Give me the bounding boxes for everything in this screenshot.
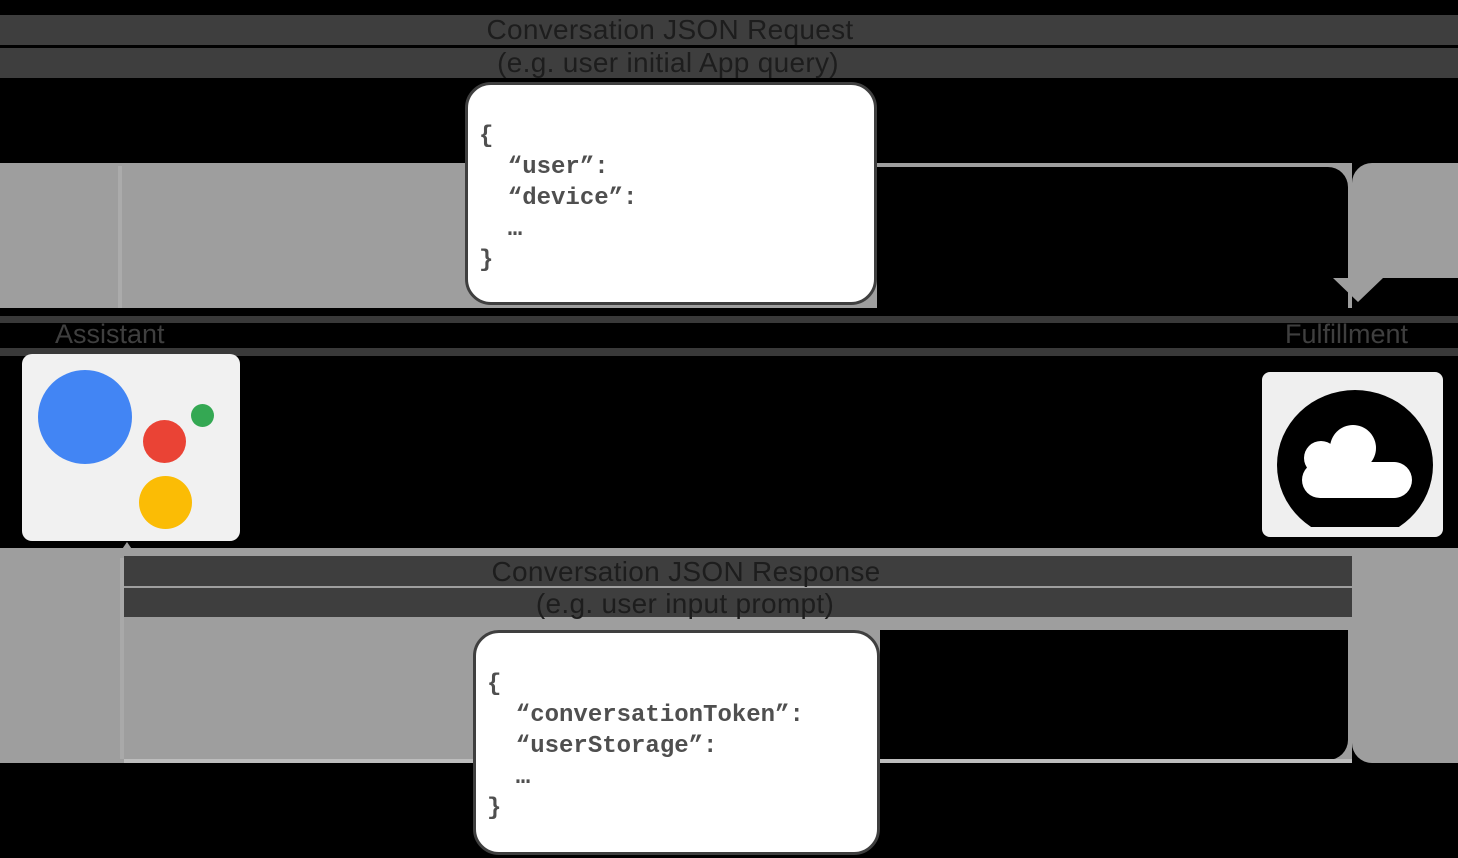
- response-payload-json: { “conversationToken”: “userStorage”: … …: [487, 671, 804, 822]
- request-arrow-cutout: [877, 167, 1348, 308]
- assistant-yellow-circle: [139, 476, 192, 529]
- request-payload-callout: { “user”: “device”: … }: [465, 82, 877, 305]
- fulfillment-label: Fulfillment: [1285, 319, 1409, 349]
- label-band-bottom-rule: [0, 348, 1458, 356]
- response-title-bar: [124, 556, 1352, 586]
- request-arrowhead-icon: [1333, 278, 1383, 302]
- response-title: Conversation JSON Response: [491, 556, 881, 587]
- response-subtitle-bar: [124, 588, 1352, 617]
- cloud-icon-small-bump: [1304, 441, 1338, 475]
- request-arrow-shaft: [118, 166, 122, 308]
- request-payload-json: { “user”: “device”: … }: [479, 123, 638, 274]
- assistant-node: [22, 354, 240, 541]
- request-subtitle: (e.g. user initial App query): [497, 47, 839, 78]
- response-payload-callout: { “conversationToken”: “userStorage”: … …: [473, 630, 880, 855]
- fulfillment-node: [1262, 372, 1443, 537]
- request-arrow-turn: [1352, 163, 1458, 278]
- cloud-icon-big-bump: [1330, 425, 1376, 471]
- response-arrow-shaft: [120, 558, 124, 759]
- request-title: Conversation JSON Request: [486, 14, 854, 45]
- request-title-bar: [0, 15, 1458, 45]
- response-arrow-turn: [1352, 548, 1458, 763]
- assistant-blue-circle: [38, 370, 132, 464]
- response-subtitle: (e.g. user input prompt): [535, 588, 835, 619]
- label-band-top-rule: [0, 316, 1458, 323]
- response-arrow-cutout: [880, 630, 1348, 760]
- assistant-red-circle: [143, 420, 186, 463]
- assistant-label: Assistant: [55, 319, 165, 349]
- assistant-green-circle: [191, 404, 214, 427]
- request-subtitle-bar: [0, 48, 1458, 78]
- cloud-icon: [1277, 390, 1433, 527]
